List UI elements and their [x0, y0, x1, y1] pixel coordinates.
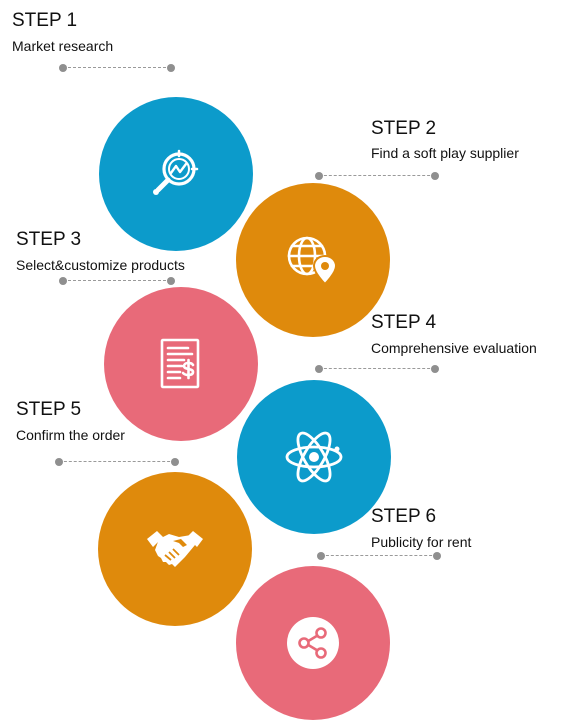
handshake-icon	[147, 531, 203, 567]
atom-icon	[285, 431, 343, 483]
step-4-circle	[237, 380, 391, 534]
step-1-title: STEP 1	[12, 10, 78, 31]
magnifier-chart-icon	[153, 149, 199, 195]
step-4-title: STEP 4	[371, 312, 437, 333]
step-3-desc: Select&customize products	[16, 257, 185, 273]
step-5-title: STEP 5	[16, 399, 82, 420]
step-2-connector	[315, 172, 439, 180]
globe-location-icon	[287, 236, 337, 285]
step-5-circle	[98, 472, 252, 626]
step-5-desc: Confirm the order	[16, 427, 125, 443]
step-3-title: STEP 3	[16, 229, 82, 250]
step-1-connector	[59, 64, 175, 72]
step-6-connector	[317, 552, 441, 560]
share-icon	[287, 617, 339, 669]
step-4-desc: Comprehensive evaluation	[371, 340, 537, 356]
step-1-circle	[99, 97, 253, 251]
step-6-title: STEP 6	[371, 506, 437, 527]
step-4-connector	[315, 365, 439, 373]
step-3-circle	[104, 287, 258, 441]
step-6-circle	[236, 566, 390, 720]
step-5-connector	[55, 458, 179, 466]
step-1-desc: Market research	[12, 38, 114, 54]
step-2-desc: Find a soft play supplier	[371, 145, 519, 161]
step-3-connector	[59, 277, 175, 285]
step-2-circle	[236, 183, 390, 337]
step-2-title: STEP 2	[371, 118, 437, 139]
step-6-desc: Publicity for rent	[371, 534, 472, 550]
invoice-dollar-icon	[160, 338, 200, 389]
